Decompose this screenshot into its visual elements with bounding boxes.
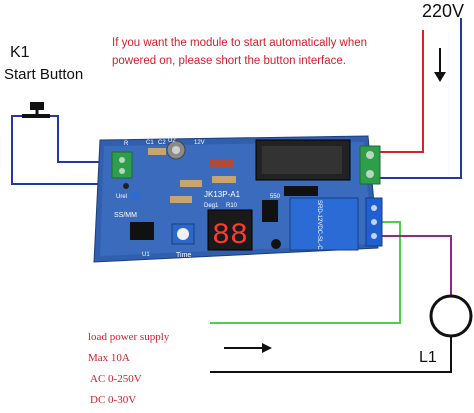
voltage-220v-label: 220V <box>422 1 465 21</box>
right-arrow-icon <box>224 343 272 353</box>
silk-c2: C2 <box>158 140 166 146</box>
silk-u1: U1 <box>142 252 150 258</box>
silk-r10: R10 <box>226 203 238 209</box>
board-model-label: JK13P-A1 <box>204 190 241 199</box>
silk-550: 550 <box>270 194 281 200</box>
ic-chip <box>130 222 154 240</box>
dc-range-label: DC 0-30V <box>90 394 137 406</box>
wire-load-black <box>210 336 452 373</box>
silk-u2: U2 <box>168 138 176 144</box>
wire-220v-blue <box>378 18 462 179</box>
silk-a: A <box>360 252 364 258</box>
silk-deg1: Deg1 <box>204 203 219 209</box>
start-button-symbol <box>22 102 50 118</box>
max-current-label: Max 10A <box>88 352 130 364</box>
led-display <box>207 209 253 251</box>
start-button-label: Start Button <box>4 66 84 83</box>
lamp-l1-label: L1 <box>419 349 437 366</box>
relay-component <box>289 197 359 251</box>
silk-12v: 12V <box>194 140 205 146</box>
button-wire-right <box>50 115 112 163</box>
lamp-l1-symbol <box>429 294 473 338</box>
wire-load-green <box>210 221 401 324</box>
relay-text-label: SRD-12VDC-SL-C <box>316 200 322 250</box>
note-line-1: If you want the module to start automati… <box>112 37 368 49</box>
note-line-2: powered on, please short the button inte… <box>112 55 346 67</box>
silk-c1: C1 <box>146 140 154 146</box>
k1-label: K1 <box>10 44 30 61</box>
silk-r: R <box>124 141 129 147</box>
silk-ssmm: SS/MM <box>114 212 137 219</box>
wire-load-purple <box>380 235 452 296</box>
ac-range-label: AC 0-250V <box>90 373 142 385</box>
silk-time: Time <box>176 252 191 259</box>
silk-urel: Urel <box>116 194 127 200</box>
button-wire-left <box>11 115 112 185</box>
power-terminal-block <box>359 145 381 185</box>
display-digits: 88 <box>212 219 248 253</box>
button-terminal-block <box>111 151 133 179</box>
down-arrow-icon <box>434 48 446 82</box>
load-supply-label: load power supply <box>88 331 170 343</box>
wire-220v-red <box>378 30 424 153</box>
relay-module-board <box>93 135 383 263</box>
